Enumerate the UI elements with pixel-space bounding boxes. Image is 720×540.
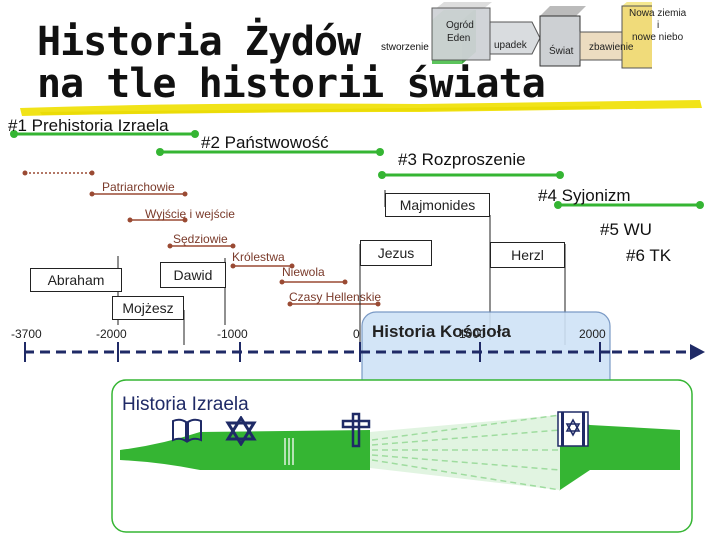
israel-history-label: Historia Izraela xyxy=(122,394,249,415)
sedziowie-label: Sędziowie xyxy=(173,232,228,246)
person-box-herzl: Herzl xyxy=(490,242,565,268)
creation-cubes-art xyxy=(431,2,652,69)
period-2-label: #2 Państwowość xyxy=(201,133,329,152)
person-box-majmonides: Majmonides xyxy=(385,193,490,217)
tick-label-2000: -2000 xyxy=(96,327,127,341)
czasy-hellenskie-label: Czasy Hellenskie xyxy=(289,290,382,304)
nowa-i-label: i xyxy=(657,20,660,31)
ogrod-label-1: Ogród xyxy=(446,20,474,31)
church-history-label: Historia Kościoła xyxy=(372,322,511,341)
zbawienie-label: zbawienie xyxy=(589,42,634,53)
wyjscie-label: Wyjście i wejście xyxy=(145,207,235,221)
page-title-line1: Historia Żydów xyxy=(37,19,361,65)
tick-label-1000: -1000 xyxy=(217,327,248,341)
patriarchowie-label: Patriarchowie xyxy=(102,180,175,194)
book-icon xyxy=(172,418,202,443)
ogrod-label-2: Eden xyxy=(447,33,471,44)
person-box-mojzesz: Mojżesz xyxy=(112,296,184,320)
upadek-label: upadek xyxy=(494,40,527,51)
person-box-jezus: Jezus xyxy=(360,240,432,266)
period-5-label: #5 WU xyxy=(600,220,652,239)
person-box-abraham: Abraham xyxy=(30,268,122,292)
tick-label-0: 0 xyxy=(353,327,360,341)
nowe-niebo-label: nowe niebo xyxy=(632,32,684,43)
period-6-label: #6 TK xyxy=(626,246,672,265)
niewola-label: Niewola xyxy=(282,265,325,279)
star-of-david-icon xyxy=(225,416,257,446)
israel-flag-icon xyxy=(557,411,589,447)
period-3-label: #3 Rozproszenie xyxy=(398,150,526,169)
tick-label-1000-ad: 1000 xyxy=(459,327,486,341)
page-title-line2: na tle historii świata xyxy=(37,61,546,107)
tick-label-3700: -3700 xyxy=(11,327,42,341)
person-box-dawid: Dawid xyxy=(160,262,226,288)
nowa-ziemia-label: Nowa ziemia xyxy=(629,8,687,19)
period-1-label: #1 Prehistoria Izraela xyxy=(8,116,169,135)
cross-icon xyxy=(341,412,371,448)
period-4-label: #4 Syjonizm xyxy=(538,186,631,205)
stworzenie-label: stworzenie xyxy=(381,42,429,53)
title-underline-stroke xyxy=(20,100,702,116)
tick-label-2000-ad: 2000 xyxy=(579,327,606,341)
krolestwa-label: Królestwa xyxy=(232,250,285,264)
swiat-label: Świat xyxy=(549,46,574,57)
